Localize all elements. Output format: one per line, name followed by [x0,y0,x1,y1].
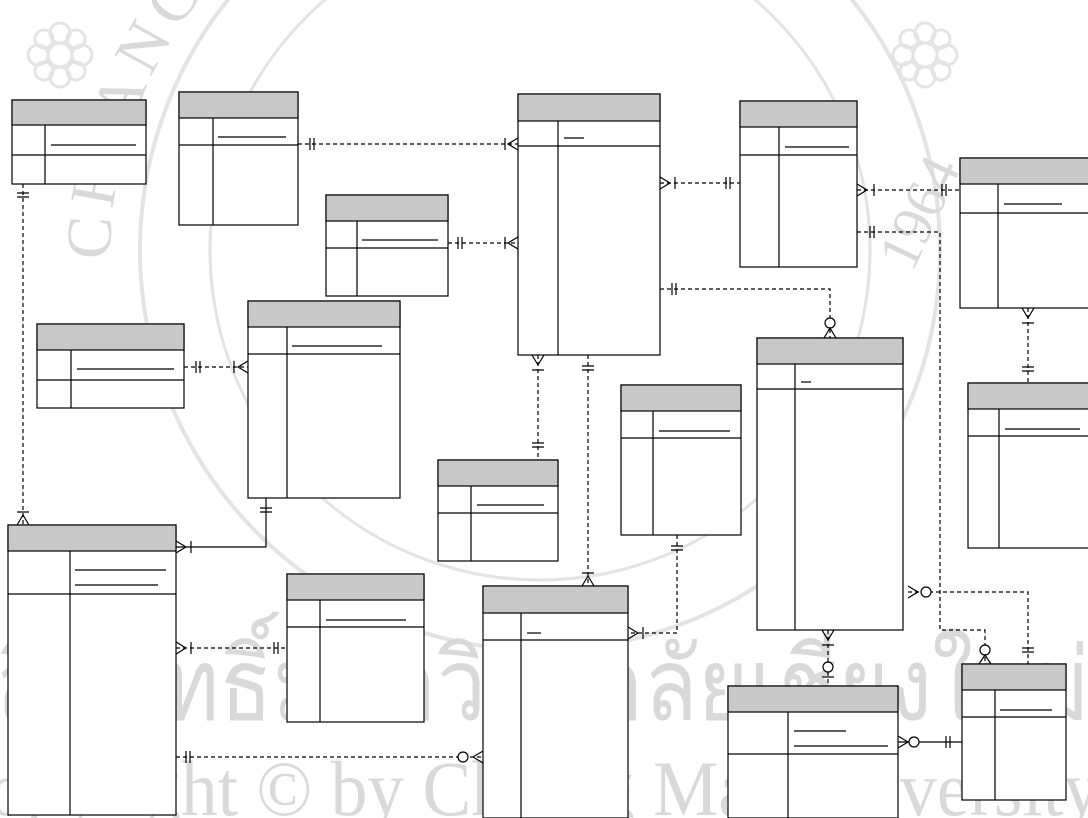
mark-one-only [1022,366,1034,372]
entity-e5 [739,100,858,268]
mark-one-many [175,540,192,554]
mark-many [471,750,484,764]
seal-inner-ring [208,0,872,582]
mark-many [907,585,920,599]
mark-one-many [856,183,875,197]
mark-one-only [671,283,677,295]
entity-e10 [620,384,742,536]
relationship-lines [22,143,1029,758]
mark-one-only [532,442,544,448]
mark-zero [908,736,920,748]
cardinality-markers [16,137,1035,764]
mark-one-only [273,642,279,654]
mark-one-only [582,365,594,371]
mark-one-only [185,751,191,763]
entity-e11 [756,337,904,631]
mark-one-many [1021,307,1035,324]
mark-one-many [627,626,644,640]
mark-one-many [659,176,676,190]
mark-one-only [1022,647,1034,653]
mark-one-many [504,236,519,250]
mark-one-many [16,511,30,526]
flower-ornament-right [891,21,959,89]
mark-one-only [941,184,947,196]
entity-e17 [961,663,1067,801]
entity-e9 [437,459,559,562]
entity-e15 [967,382,1088,549]
entity-e2 [178,91,299,226]
mark-one-many [531,354,545,371]
mark-many [978,653,992,665]
entity-e12 [7,524,177,816]
mark-zero [920,586,932,598]
mark-one-many [233,360,249,374]
mark-one-only [725,177,731,189]
entity-e1 [11,99,147,185]
entity-e8 [36,323,185,409]
entity-e14 [482,585,629,818]
rel-e16-e17 [908,591,1029,664]
mark-one-only [869,226,875,238]
mark-one-only [457,237,463,249]
mark-one-many [821,629,835,646]
mark-one-only [260,507,272,513]
entity-e6 [959,157,1088,309]
rel-e4-e11 [660,288,831,338]
mark-one-only [945,736,951,748]
mark-one-many [175,641,192,655]
mark-one-only [195,361,201,373]
mark-zero [457,751,469,763]
entity-e13 [286,573,425,723]
rel-e10-e14 [628,535,678,634]
mark-one-only [309,138,315,150]
entity-e3 [325,194,449,297]
mark-zero [824,317,836,329]
mark-one-only [17,192,29,198]
mark-one-many [504,137,519,151]
mark-one-only [671,545,683,551]
mark-many [823,326,837,339]
rel-e7-e12 [176,498,267,548]
entity-e7 [247,300,401,499]
flower-ornament-left [26,21,94,89]
mark-zero [822,661,834,673]
entity-e16 [727,685,899,818]
entity-e4 [517,93,661,356]
mark-one-many [581,572,595,587]
mark-zero [979,644,991,656]
mark-many [897,735,910,749]
